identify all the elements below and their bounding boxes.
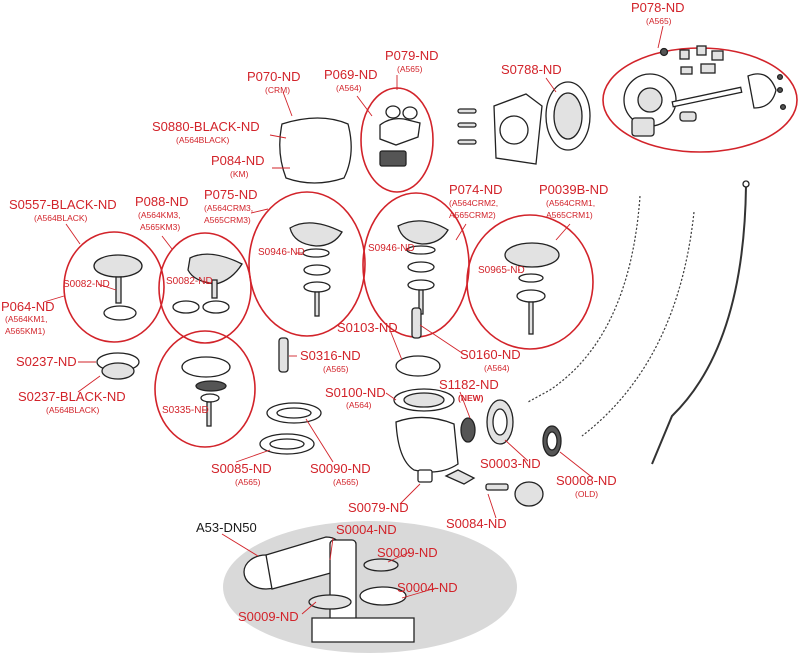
label-p079-sub: (A565): [397, 64, 423, 74]
p079-part-drawing: [379, 105, 421, 167]
label-p075-sub1: (A564CRM3,: [204, 203, 253, 213]
drain-body-drawing: [395, 416, 459, 473]
label-s0085: S0085-ND: [211, 461, 272, 476]
label-p070: P070-ND: [247, 69, 300, 84]
label-p084: P084-ND: [211, 153, 264, 168]
label-p078: P078-ND: [631, 0, 684, 15]
label-s0090: S0090-ND: [310, 461, 371, 476]
label-p075: P075-ND: [204, 187, 257, 202]
s0008-ring-drawing: [542, 425, 562, 457]
label-p069-sub: (A564): [336, 83, 362, 93]
s0079-nut-drawing: [417, 469, 433, 483]
label-s0237-black-sub: (A564BLACK): [46, 405, 100, 415]
label-p064-sub1: (A564KM1,: [5, 314, 48, 324]
p088-group-drawing: [172, 253, 243, 314]
s0316-screw-drawing: [278, 337, 289, 373]
label-s0946-a: S0946-ND: [258, 247, 305, 258]
label-s0557-sub: (A564BLACK): [34, 213, 88, 223]
s0237-flange-drawing: [96, 352, 140, 380]
label-p088-sub2: A565KM3): [140, 222, 180, 232]
group-outline-p075: [248, 191, 366, 337]
label-s0085-sub: (A565): [235, 477, 261, 487]
label-s0008: S0008-ND: [556, 473, 617, 488]
label-s0237-black: S0237-BLACK-ND: [18, 389, 126, 404]
p078-assembly-drawing: [623, 45, 787, 137]
label-p088: P088-ND: [135, 194, 188, 209]
label-s0082-a: S0082-ND: [63, 279, 110, 290]
group-outline-p088: [158, 232, 252, 344]
label-s0160: S0160-ND: [460, 347, 521, 362]
label-p070-sub: (CRM): [265, 85, 290, 95]
label-s0557: S0557-BLACK-ND: [9, 197, 117, 212]
label-s0008-sub: (OLD): [575, 489, 598, 499]
label-s0079: S0079-ND: [348, 500, 409, 515]
label-s0880-sub: (A564BLACK): [176, 135, 230, 145]
label-s0237: S0237-ND: [16, 354, 77, 369]
label-s0316-sub: (A565): [323, 364, 349, 374]
label-a53-dn50: A53-DN50: [196, 520, 257, 535]
label-s0084: S0084-ND: [446, 516, 507, 531]
s0335-group-drawing: [181, 356, 231, 427]
label-s0335: S0335-ND: [162, 405, 209, 416]
leader-lines: [43, 25, 664, 615]
label-p074: P074-ND: [449, 182, 502, 197]
label-p088-sub1: (A564KM3,: [138, 210, 181, 220]
p0039b-group-drawing: [504, 242, 560, 335]
s0090-washer-drawing: [266, 402, 322, 424]
s0003-nut-drawing: [486, 399, 514, 445]
label-s0090-sub: (A565): [333, 477, 359, 487]
label-p064: P064-ND: [1, 299, 54, 314]
p074-group-drawing: [397, 220, 449, 315]
s0557-group-drawing: [93, 254, 143, 321]
label-s1182: S1182-ND: [439, 377, 499, 392]
label-s0788: S0788-ND: [501, 62, 562, 77]
label-s0880: S0880-BLACK-ND: [152, 119, 260, 134]
label-s0160-sub: (A564): [484, 363, 510, 373]
label-s0100-sub: (A564): [346, 400, 372, 410]
label-p084-sub: (KM): [230, 169, 249, 179]
label-p069: P069-ND: [324, 67, 377, 82]
label-s0082-b: S0082-ND: [166, 276, 213, 287]
label-s0103: S0103-ND: [337, 320, 398, 335]
label-p074-sub2: A565CRM2): [449, 210, 496, 220]
s0100-ring-drawing: [393, 388, 455, 412]
label-p074-sub1: (A564CRM2,: [449, 198, 498, 208]
label-s0316: S0316-ND: [300, 348, 361, 363]
label-s0009-b: S0009-ND: [238, 609, 299, 624]
label-s0946-b: S0946-ND: [368, 243, 415, 254]
s1182-ring-drawing: [460, 417, 476, 443]
label-p078-sub: (A565): [646, 16, 672, 26]
s0103-flange-drawing: [395, 355, 441, 377]
a53-kit-drawing: [243, 536, 415, 643]
s0788-ring-drawing: [457, 81, 591, 165]
s0160-screw-drawing: [411, 307, 422, 339]
label-p0039b: P0039B-ND: [539, 182, 608, 197]
label-s0004-b: S0004-ND: [397, 580, 458, 595]
label-p0039b-sub1: (A564CRM1,: [546, 198, 595, 208]
label-s0965: S0965-ND: [478, 265, 525, 276]
label-s0004-a: S0004-ND: [336, 522, 397, 537]
label-s1182-new: (NEW): [458, 393, 484, 403]
label-s0100: S0100-ND: [325, 385, 386, 400]
p075-group-drawing: [289, 222, 343, 317]
group-outline-s0557: [63, 231, 165, 343]
s0085-washer-drawing: [259, 433, 315, 455]
label-p075-sub2: A565CRM3): [204, 215, 251, 225]
group-outline-p0039b: [466, 214, 594, 350]
label-p079: P079-ND: [385, 48, 438, 63]
label-p064-sub2: A565KM1): [5, 326, 45, 336]
label-s0009-a: S0009-ND: [377, 545, 438, 560]
label-s0003: S0003-ND: [480, 456, 541, 471]
corrugated-hoses-drawing: [527, 180, 750, 465]
label-p0039b-sub2: A565CRM1): [546, 210, 593, 220]
group-outline-s0335: [154, 330, 256, 448]
p070-cap-drawing: [279, 117, 352, 184]
s0084-parts-drawing: [444, 469, 544, 507]
